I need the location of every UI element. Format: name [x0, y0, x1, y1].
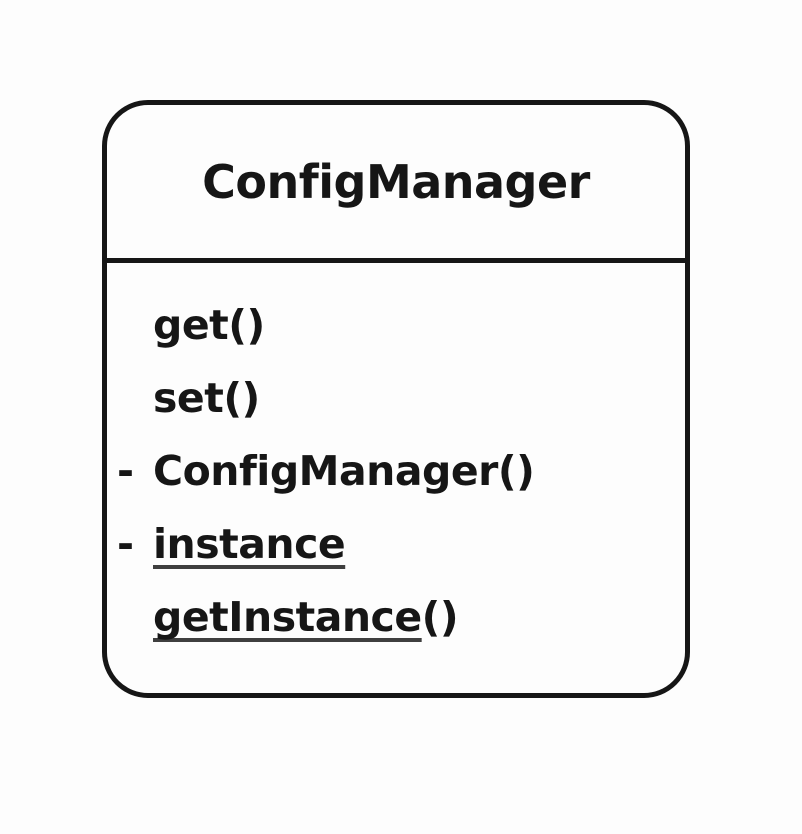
member-name: ConfigManager [153, 447, 498, 495]
member-parens: () [421, 593, 459, 641]
member-visibility-prefix: - [117, 520, 134, 568]
class-name: ConfigManager [202, 154, 590, 209]
class-member-row: set() [153, 362, 677, 435]
class-member-row: getInstance() [153, 581, 677, 654]
class-member-row: -ConfigManager() [117, 435, 677, 508]
member-name: set [153, 374, 224, 422]
member-visibility-prefix: - [117, 447, 134, 495]
member-name: get [153, 301, 229, 349]
uml-class-box: ConfigManager get() set() -ConfigManager… [102, 100, 690, 698]
class-members-compartment: get() set() -ConfigManager() -instance g… [107, 263, 685, 654]
member-parens: () [497, 447, 535, 495]
class-name-compartment: ConfigManager [107, 105, 685, 263]
class-member-row: -instance [117, 508, 677, 581]
member-parens: () [223, 374, 260, 422]
member-name: getInstance [153, 593, 422, 641]
member-parens: () [228, 301, 265, 349]
member-name: instance [153, 520, 346, 568]
class-member-row: get() [153, 289, 677, 362]
